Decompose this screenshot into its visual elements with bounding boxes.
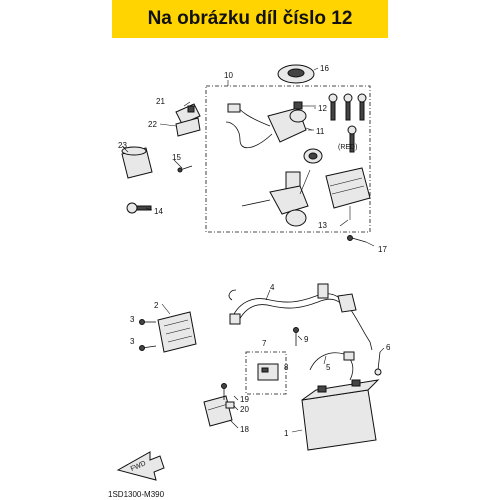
part-3-bolt-upper (139, 319, 156, 325)
label-part-6: 6 (386, 343, 391, 352)
label-part-3-upper: 3 (130, 315, 135, 324)
part-19-fuse (221, 383, 227, 400)
part-8-relay (257, 363, 279, 381)
part-21-clamp (175, 103, 201, 125)
highlight-banner: Na obrázku díl číslo 12 (112, 0, 388, 38)
part-11-main-switch (225, 101, 316, 148)
label-part-8: 8 (284, 363, 289, 372)
label-part-12: 12 (318, 104, 327, 113)
cylinder-lock (303, 148, 323, 164)
part-22-bracket (175, 117, 201, 137)
label-part-7: 7 (262, 339, 267, 348)
label-part-14: 14 (154, 207, 163, 216)
part-15-screw (177, 165, 193, 173)
label-part-19: 19 (240, 395, 249, 404)
diagram-code: 1SD1300-M390 (108, 490, 165, 499)
label-part-20: 20 (240, 405, 249, 414)
fwd-arrow: FWD (116, 451, 165, 481)
part-1-battery (301, 379, 380, 451)
label-part-15: 15 (172, 153, 181, 162)
label-part-17: 17 (378, 245, 387, 254)
part-4-harness (228, 283, 373, 351)
label-part-13: 13 (318, 221, 327, 230)
steering-lock-assembly (241, 169, 311, 227)
part-20-cap (225, 401, 235, 409)
label-part-23: 23 (118, 141, 127, 150)
label-part-3-lower: 3 (130, 337, 135, 346)
part-16-cap (277, 64, 319, 84)
label-part-21: 21 (156, 97, 165, 106)
part-13-immobilizer (325, 167, 371, 220)
part-14-key (126, 202, 152, 214)
label-part-2: 2 (154, 301, 159, 310)
relay-frame (245, 351, 287, 395)
label-part-16: 16 (320, 64, 329, 73)
red-key-note: (RED) (338, 144, 357, 151)
part-17-screw (347, 235, 375, 247)
part-18-starter-relay (203, 395, 233, 427)
label-part-18: 18 (240, 425, 249, 434)
part-12-key-set (328, 93, 367, 153)
label-part-9: 9 (304, 335, 309, 344)
part-9-bolt (293, 327, 299, 346)
part-5-cable (309, 351, 355, 381)
label-part-10: 10 (224, 71, 233, 80)
leader-lines (121, 101, 385, 433)
assembly-frame (205, 85, 371, 233)
part-3-bolt-lower (139, 345, 157, 351)
part-23-sleeve (121, 146, 153, 179)
label-part-4: 4 (270, 283, 275, 292)
label-part-22: 22 (148, 120, 157, 129)
part-6-terminal (374, 351, 382, 376)
label-part-1: 1 (284, 429, 289, 438)
label-part-5: 5 (326, 363, 331, 372)
part-2-regulator (157, 311, 197, 353)
label-part-11: 11 (316, 127, 325, 136)
